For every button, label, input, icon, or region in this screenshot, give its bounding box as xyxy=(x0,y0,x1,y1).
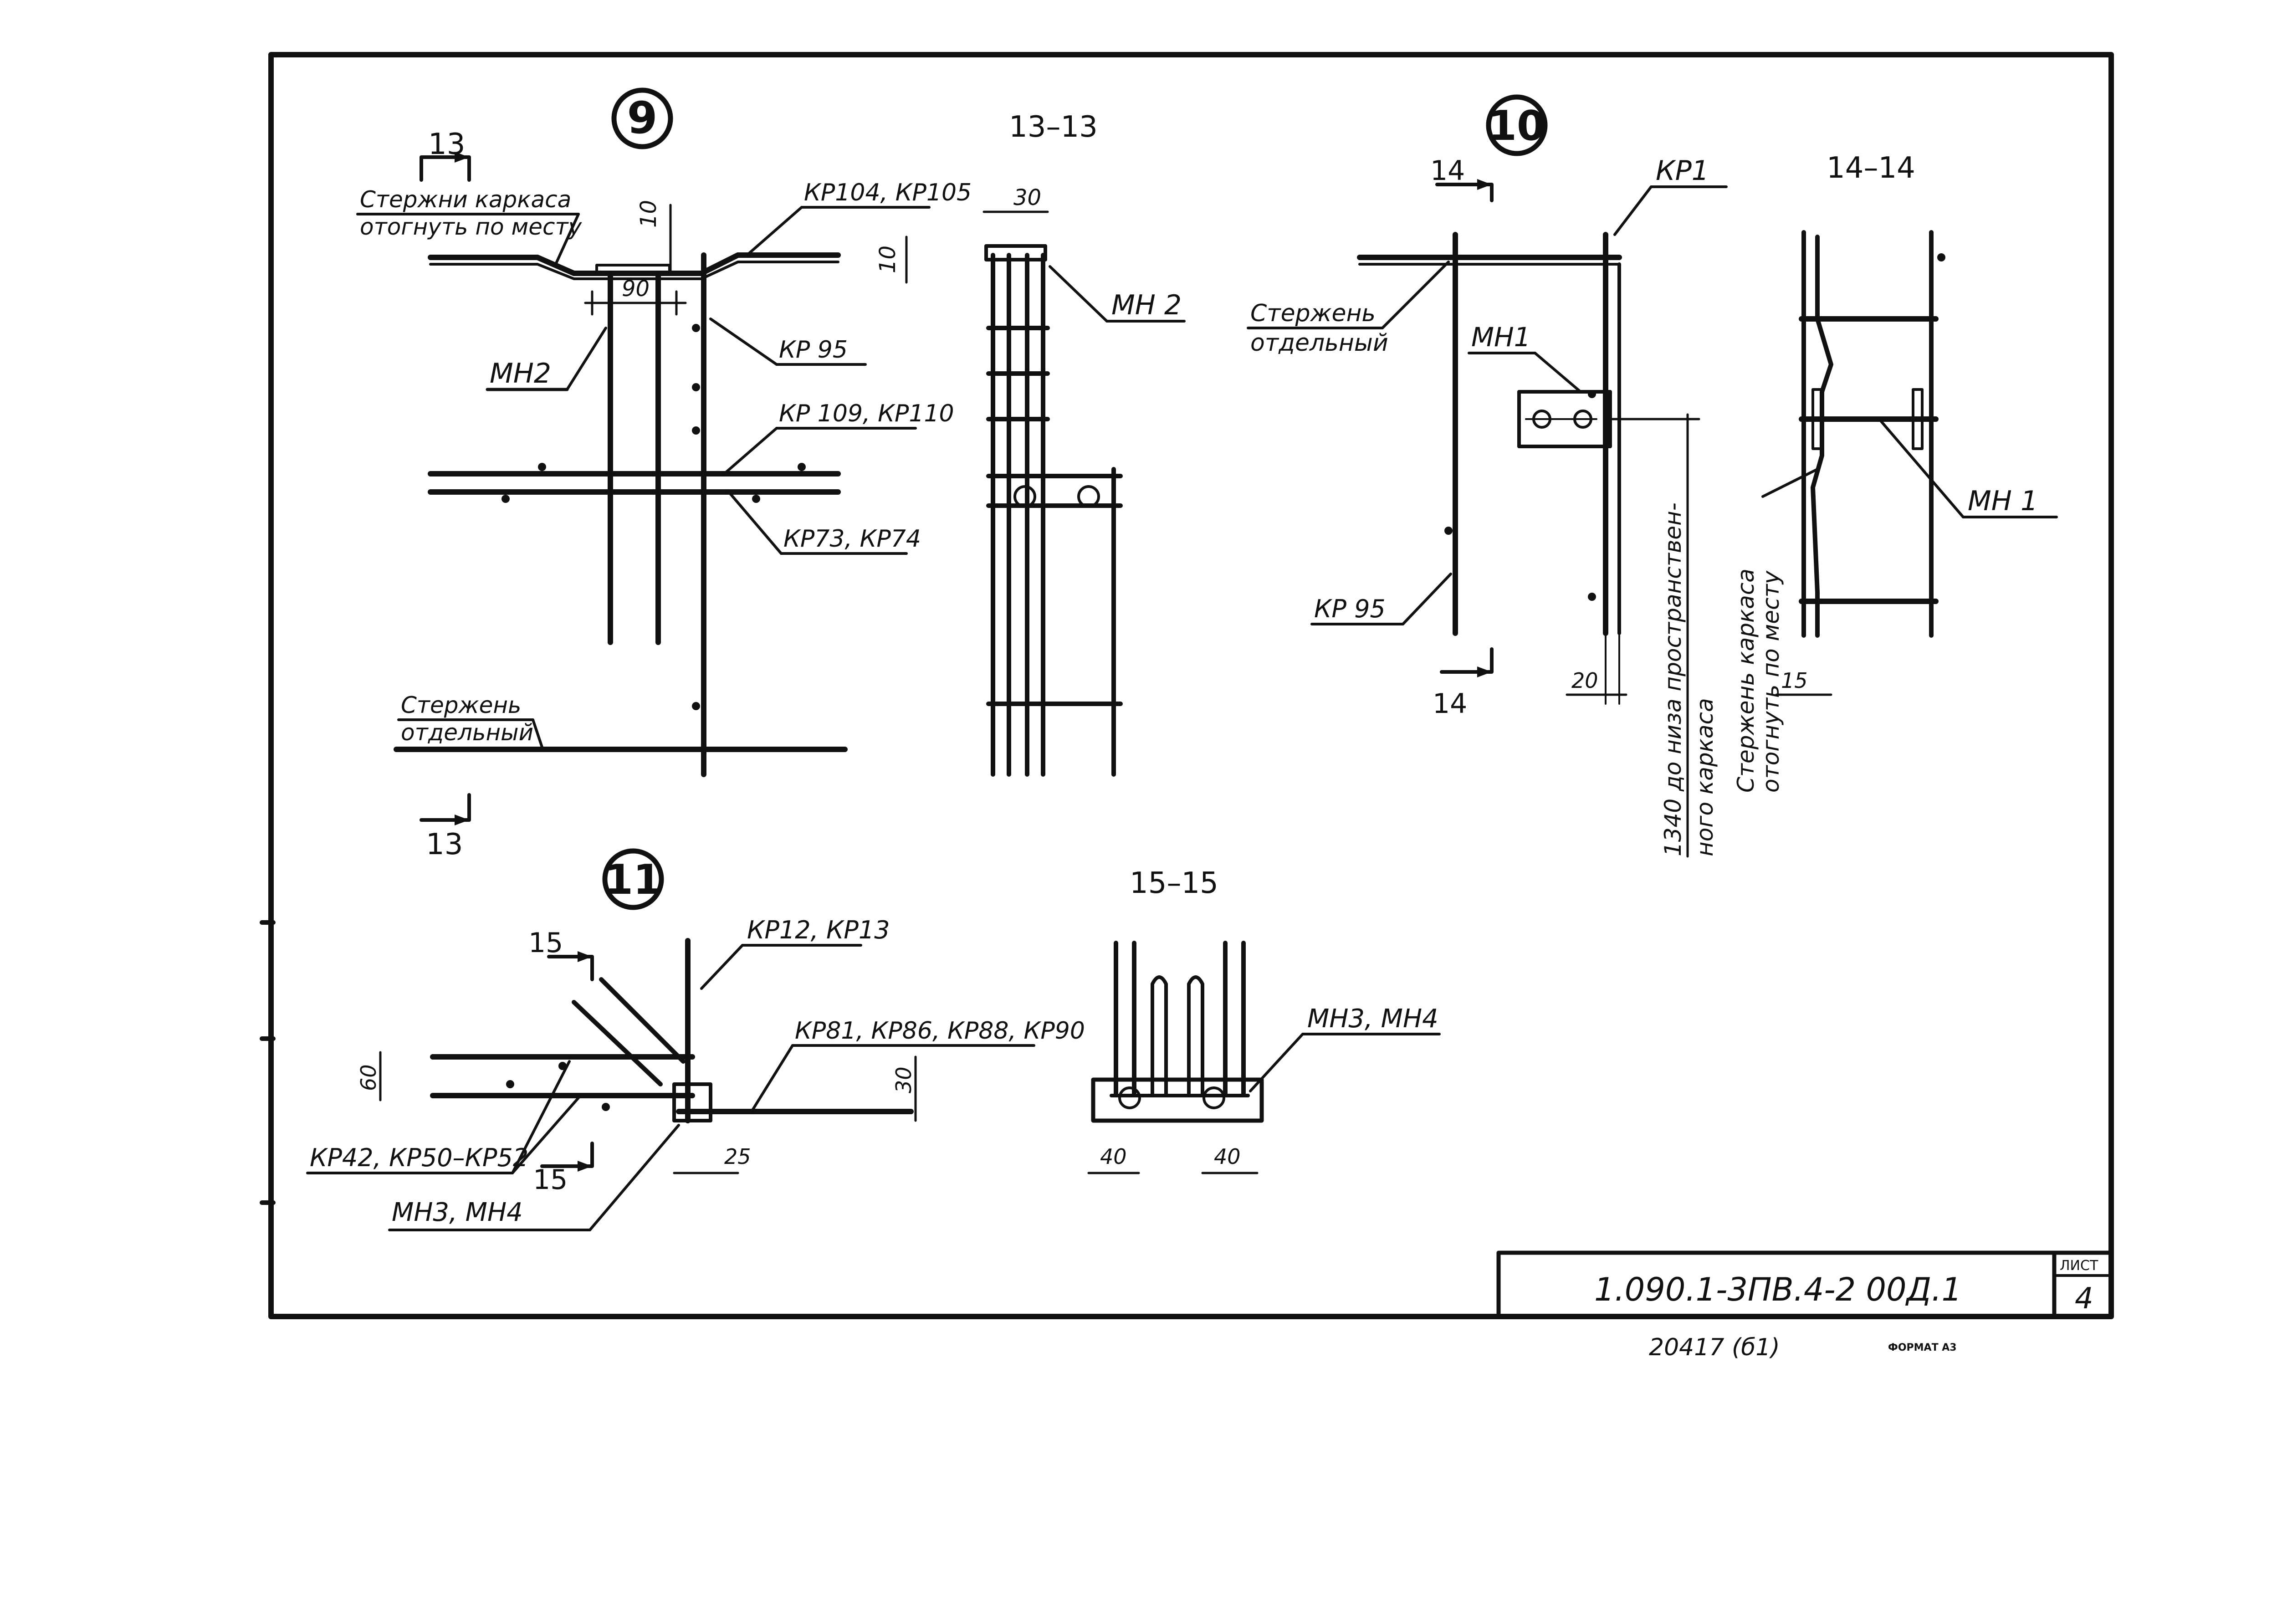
detail-11: 11 15 КР12, КР13 КР81, КР86, КР88, КР90 … xyxy=(306,848,1085,1231)
detail-9-marker-circle xyxy=(611,87,673,149)
format-label: ФОРМАТ А3 xyxy=(1888,1342,1957,1353)
detail-11-marker-circle xyxy=(602,848,664,910)
detail-9-bend-note-line1: Стержни каркаса xyxy=(360,186,571,213)
section-13-bottom-label: 13 xyxy=(426,828,463,861)
detail-9-rod-note-line2: отдельный xyxy=(401,719,533,746)
drawing-code: 1.090.1-3ПВ.4-2 00Д.1 xyxy=(1594,1271,1962,1308)
section-14-bottom-arrow xyxy=(1440,647,1494,674)
section-13-13: 13–13 30 МН 2 xyxy=(982,110,1186,777)
section-14-14-note-line2: отогнуть по месту xyxy=(1758,570,1784,793)
sheet-number: 4 xyxy=(2075,1282,2093,1316)
label-kp104: КР104, КР105 xyxy=(804,179,972,206)
section-13-13-label-mn2: МН 2 xyxy=(1111,289,1182,321)
detail-10-height-note-line1: 1340 до низа пространствен- xyxy=(1660,502,1686,856)
label-kp95: КР 95 xyxy=(779,336,848,364)
label-kp73: КР73, КР74 xyxy=(783,525,921,553)
mn1-plate xyxy=(1517,390,1612,448)
dim-40-right: 40 xyxy=(1214,1144,1241,1169)
detail-10-rod-note-line1: Стержень xyxy=(1250,300,1376,327)
detail-10: 10 14 КР1 Стержень отдельный МН1 КР 95 1… xyxy=(1247,94,1728,858)
label-kp81: КР81, КР86, КР88, КР90 xyxy=(795,1017,1085,1045)
dim-40-left: 40 xyxy=(1100,1144,1127,1169)
section-13-top-arrow xyxy=(420,155,471,182)
detail-11-marker: 11 xyxy=(604,856,661,904)
detail-9-bend-note-line2: отогнуть по месту xyxy=(360,214,583,240)
inventory-number: 20417 (б1) xyxy=(1649,1334,1780,1361)
sheet-label: ЛИСТ xyxy=(2060,1258,2098,1274)
section-14-bottom-label: 14 xyxy=(1433,688,1467,720)
label-kp1: КР1 xyxy=(1656,155,1709,187)
label-mn2: МН2 xyxy=(490,358,551,389)
label-kp42: КР42, КР50–КР52 xyxy=(310,1143,528,1172)
dim-10-a: 10 xyxy=(636,200,661,228)
detail-10-label-kp95: КР 95 xyxy=(1314,594,1386,623)
section-15-bottom-arrow xyxy=(540,1142,594,1168)
section-15-15: 15–15 МН3, МН4 40 40 xyxy=(1087,866,1441,1174)
detail-11-dim-30: 30 xyxy=(891,1066,916,1093)
section-15-15-label-mn3: МН3, МН4 xyxy=(1307,1004,1438,1034)
section-14-top-label: 14 xyxy=(1430,155,1465,187)
sheet-frame xyxy=(260,52,2114,1319)
section-14-14: 14–14 МН 1 Стержень каркаса отогнуть по … xyxy=(1733,151,2058,793)
mn3-plate xyxy=(1091,1077,1264,1123)
label-mn1: МН1 xyxy=(1471,322,1531,353)
detail-10-height-note-line2: ного каркаса xyxy=(1692,698,1718,856)
section-15-15-title: 15–15 xyxy=(1130,866,1218,900)
detail-10-rod-note-line2: отдельный xyxy=(1250,329,1388,357)
detail-10-marker: 10 xyxy=(1488,102,1545,150)
dim-25: 25 xyxy=(724,1144,751,1169)
label-mn3: МН3, МН4 xyxy=(392,1198,523,1227)
dim-20: 20 xyxy=(1571,668,1598,693)
section-14-14-label-mn1: МН 1 xyxy=(1968,485,2038,517)
section-13-bottom-arrow xyxy=(420,793,471,822)
section-13-top-label: 13 xyxy=(428,128,465,161)
title-block: 1.090.1-3ПВ.4-2 00Д.1 ЛИСТ 4 20417 (б1) … xyxy=(1496,1250,2113,1361)
dim-90: 90 xyxy=(622,276,650,302)
section-15-top-arrow xyxy=(547,955,594,981)
detail-9-rod-note-line1: Стержень xyxy=(401,692,522,718)
section-14-14-title: 14–14 xyxy=(1827,151,1915,185)
section-13-13-title: 13–13 xyxy=(1009,110,1098,144)
dim-10-b: 10 xyxy=(875,246,901,273)
section-15-bottom-label: 15 xyxy=(533,1164,568,1196)
detail-9-marker: 9 xyxy=(627,92,658,143)
detail-10-marker-circle xyxy=(1486,94,1548,156)
detail-9: 9 13 Стержни каркаса отогнуть по месту К… xyxy=(356,87,972,861)
dim-15: 15 xyxy=(1781,668,1808,693)
label-kp109: КР 109, КР110 xyxy=(779,400,954,427)
dim-60: 60 xyxy=(356,1064,381,1091)
label-kp12: КР12, КР13 xyxy=(747,916,890,944)
section-15-top-label: 15 xyxy=(528,927,563,959)
section-13-13-dim-30: 30 xyxy=(1013,185,1041,210)
section-14-14-note-line1: Стержень каркаса xyxy=(1733,569,1759,793)
